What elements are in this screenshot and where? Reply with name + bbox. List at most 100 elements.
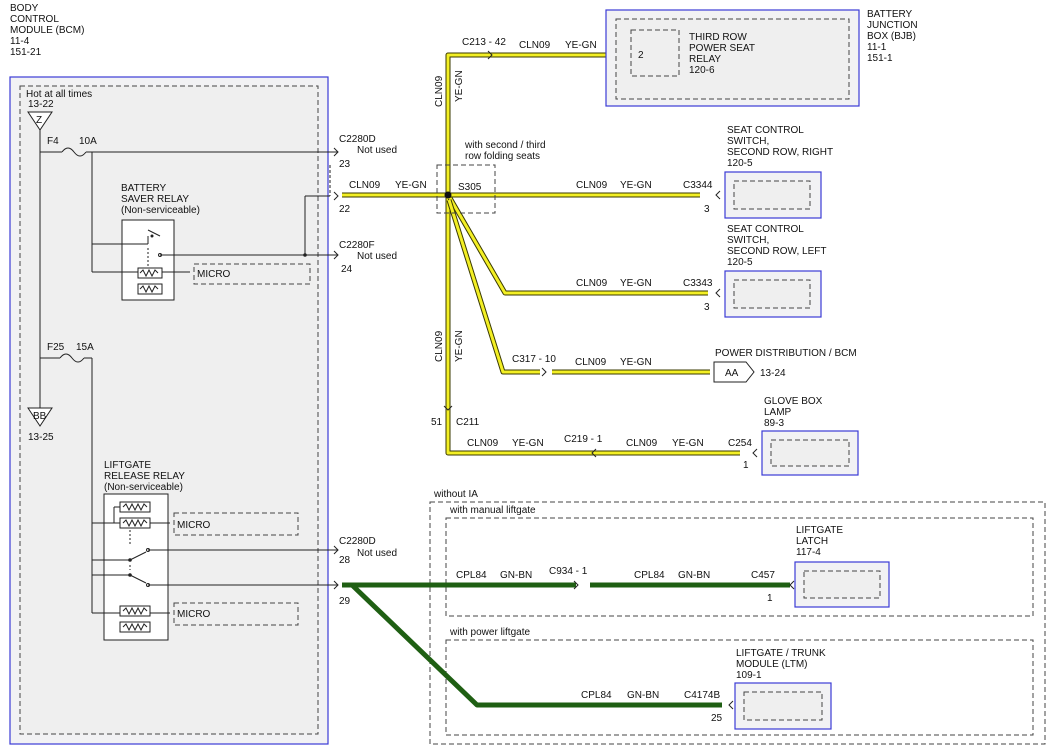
wire-cpl84-latch-a: CPL84 [456, 570, 487, 581]
hot-ref: 13-22 [28, 99, 54, 110]
svg-text:BODY: BODY [10, 3, 39, 14]
micro-box-liftgate-1 [173, 512, 299, 536]
svg-text:MODULE (BCM): MODULE (BCM) [10, 25, 84, 36]
svg-text:SWITCH,: SWITCH, [727, 136, 769, 147]
svg-text:SEAT CONTROL: SEAT CONTROL [727, 224, 804, 235]
c2280d-bot-label: C2280D [339, 536, 376, 547]
pin-arrow-24 [333, 250, 339, 260]
third-row-pin: 2 [638, 50, 644, 61]
c3343-arrow [715, 288, 721, 298]
micro-label-liftgate-1: MICRO [177, 520, 211, 531]
c4174b-pin: 25 [711, 713, 723, 724]
wire-cpl84-ltm: CPL84 [581, 690, 612, 701]
c3344-pin: 3 [704, 204, 710, 215]
wire-yegn-left: YE-GN [620, 278, 652, 289]
wire-yegn-glove-a: YE-GN [512, 438, 544, 449]
aa-label: AA [725, 368, 739, 379]
s305-option-box [436, 164, 496, 214]
not-used-28: Not used [357, 548, 397, 559]
pin-arrow-29 [333, 580, 339, 590]
bb-ref: 13-25 [28, 432, 54, 443]
wire-cln09-22: CLN09 [349, 180, 381, 191]
wire-cpl84-latch-b: CPL84 [634, 570, 665, 581]
wire-yegn-vert-bot: YE-GN [454, 330, 465, 362]
c457-label: C457 [751, 570, 775, 581]
s305-label: S305 [458, 182, 482, 193]
aa-offpage-symbol [713, 361, 755, 383]
wire-yegn-right: YE-GN [620, 180, 652, 191]
svg-text:LIFTGATE: LIFTGATE [796, 525, 843, 536]
not-used-23: Not used [357, 145, 397, 156]
c3344-label: C3344 [683, 180, 713, 191]
svg-text:117-4: 117-4 [796, 547, 821, 558]
c211-arrow [443, 405, 453, 411]
pin-22: 22 [339, 204, 351, 215]
not-used-24: Not used [357, 251, 397, 262]
c2280f-label: C2280F [339, 240, 375, 251]
battery-saver-relay-title: BATTERY SAVER RELAY (Non-serviceable) [121, 183, 200, 216]
s305-note-1: with second / third [464, 140, 546, 151]
svg-text:LIFTGATE / TRUNK: LIFTGATE / TRUNK [736, 648, 826, 659]
wire-cln09-glove-a: CLN09 [467, 438, 499, 449]
wire-gnbn-ltm: GN-BN [627, 690, 659, 701]
pin-arrow-22 [333, 191, 339, 201]
svg-text:JUNCTION: JUNCTION [867, 20, 918, 31]
svg-text:SECOND ROW, RIGHT: SECOND ROW, RIGHT [727, 147, 833, 158]
svg-text:151-21: 151-21 [10, 47, 42, 58]
without-ia-box [429, 501, 1046, 745]
svg-text:SECOND ROW, LEFT: SECOND ROW, LEFT [727, 246, 826, 257]
svg-text:RELAY: RELAY [689, 54, 721, 65]
svg-text:89-3: 89-3 [764, 418, 784, 429]
svg-text:THIRD ROW: THIRD ROW [689, 32, 747, 43]
svg-text:MODULE (LTM): MODULE (LTM) [736, 659, 807, 670]
c254-label: C254 [728, 438, 752, 449]
c934-label: C934 - 1 [549, 566, 588, 577]
bcm-title: BODY CONTROL MODULE (BCM) 11-4 151-21 [10, 3, 84, 58]
wire-cln09-right: CLN09 [576, 180, 608, 191]
wire-gnbn-latch-a: GN-BN [500, 570, 532, 581]
svg-text:LIFTGATE: LIFTGATE [104, 460, 151, 471]
pin-29: 29 [339, 596, 351, 607]
c317-arrow [541, 367, 547, 377]
svg-text:CONTROL: CONTROL [10, 14, 59, 25]
c213-arrow [487, 50, 493, 60]
bjb-label: BATTERY JUNCTION BOX (BJB) 11-1 151-1 [867, 9, 918, 64]
seat-control-right-label: SEAT CONTROL SWITCH, SECOND ROW, RIGHT 1… [727, 125, 833, 169]
svg-text:120-6: 120-6 [689, 65, 715, 76]
svg-text:BATTERY: BATTERY [121, 183, 167, 194]
manual-liftgate-label: with manual liftgate [449, 505, 536, 516]
c3343-pin: 3 [704, 302, 710, 313]
pin-28: 28 [339, 555, 351, 566]
z-bus-symbol: Z [27, 111, 53, 131]
seat-control-left-label: SEAT CONTROL SWITCH, SECOND ROW, LEFT 12… [727, 224, 826, 268]
svg-text:120-5: 120-5 [727, 257, 753, 268]
svg-text:BB: BB [33, 411, 47, 422]
svg-text:LAMP: LAMP [764, 407, 792, 418]
fuse-f25-icon [59, 353, 85, 363]
wire-cln09-vert-bot: CLN09 [434, 330, 445, 362]
ye-gn-wires [342, 52, 740, 456]
svg-text:POWER SEAT: POWER SEAT [689, 43, 755, 54]
pin-arrow-23 [333, 147, 339, 157]
wire-yegn-vert-top: YE-GN [454, 70, 465, 102]
c3343-label: C3343 [683, 278, 713, 289]
svg-text:SAVER RELAY: SAVER RELAY [121, 194, 189, 205]
s305-note-2: row folding seats [465, 151, 540, 162]
fuse-f4-label: F4 [47, 136, 59, 147]
c219-arrow [591, 448, 597, 458]
micro-box-saver [193, 263, 311, 285]
micro-label-saver: MICRO [197, 269, 231, 280]
fuse-f25-label: F25 [47, 342, 65, 353]
liftgate-latch-label: LIFTGATE LATCH 117-4 [796, 525, 843, 558]
without-ia-label: without IA [433, 489, 478, 500]
glove-box-label: GLOVE BOX LAMP 89-3 [764, 396, 823, 429]
c3344-arrow [715, 190, 721, 200]
c317-label: C317 - 10 [512, 354, 556, 365]
aa-ref: 13-24 [760, 368, 786, 379]
svg-text:RELEASE RELAY: RELEASE RELAY [104, 471, 185, 482]
svg-text:SEAT CONTROL: SEAT CONTROL [727, 125, 804, 136]
fuse-f25-rating: 15A [76, 342, 94, 353]
c211-pin: 51 [431, 417, 443, 428]
c219-label: C219 - 1 [564, 434, 603, 445]
